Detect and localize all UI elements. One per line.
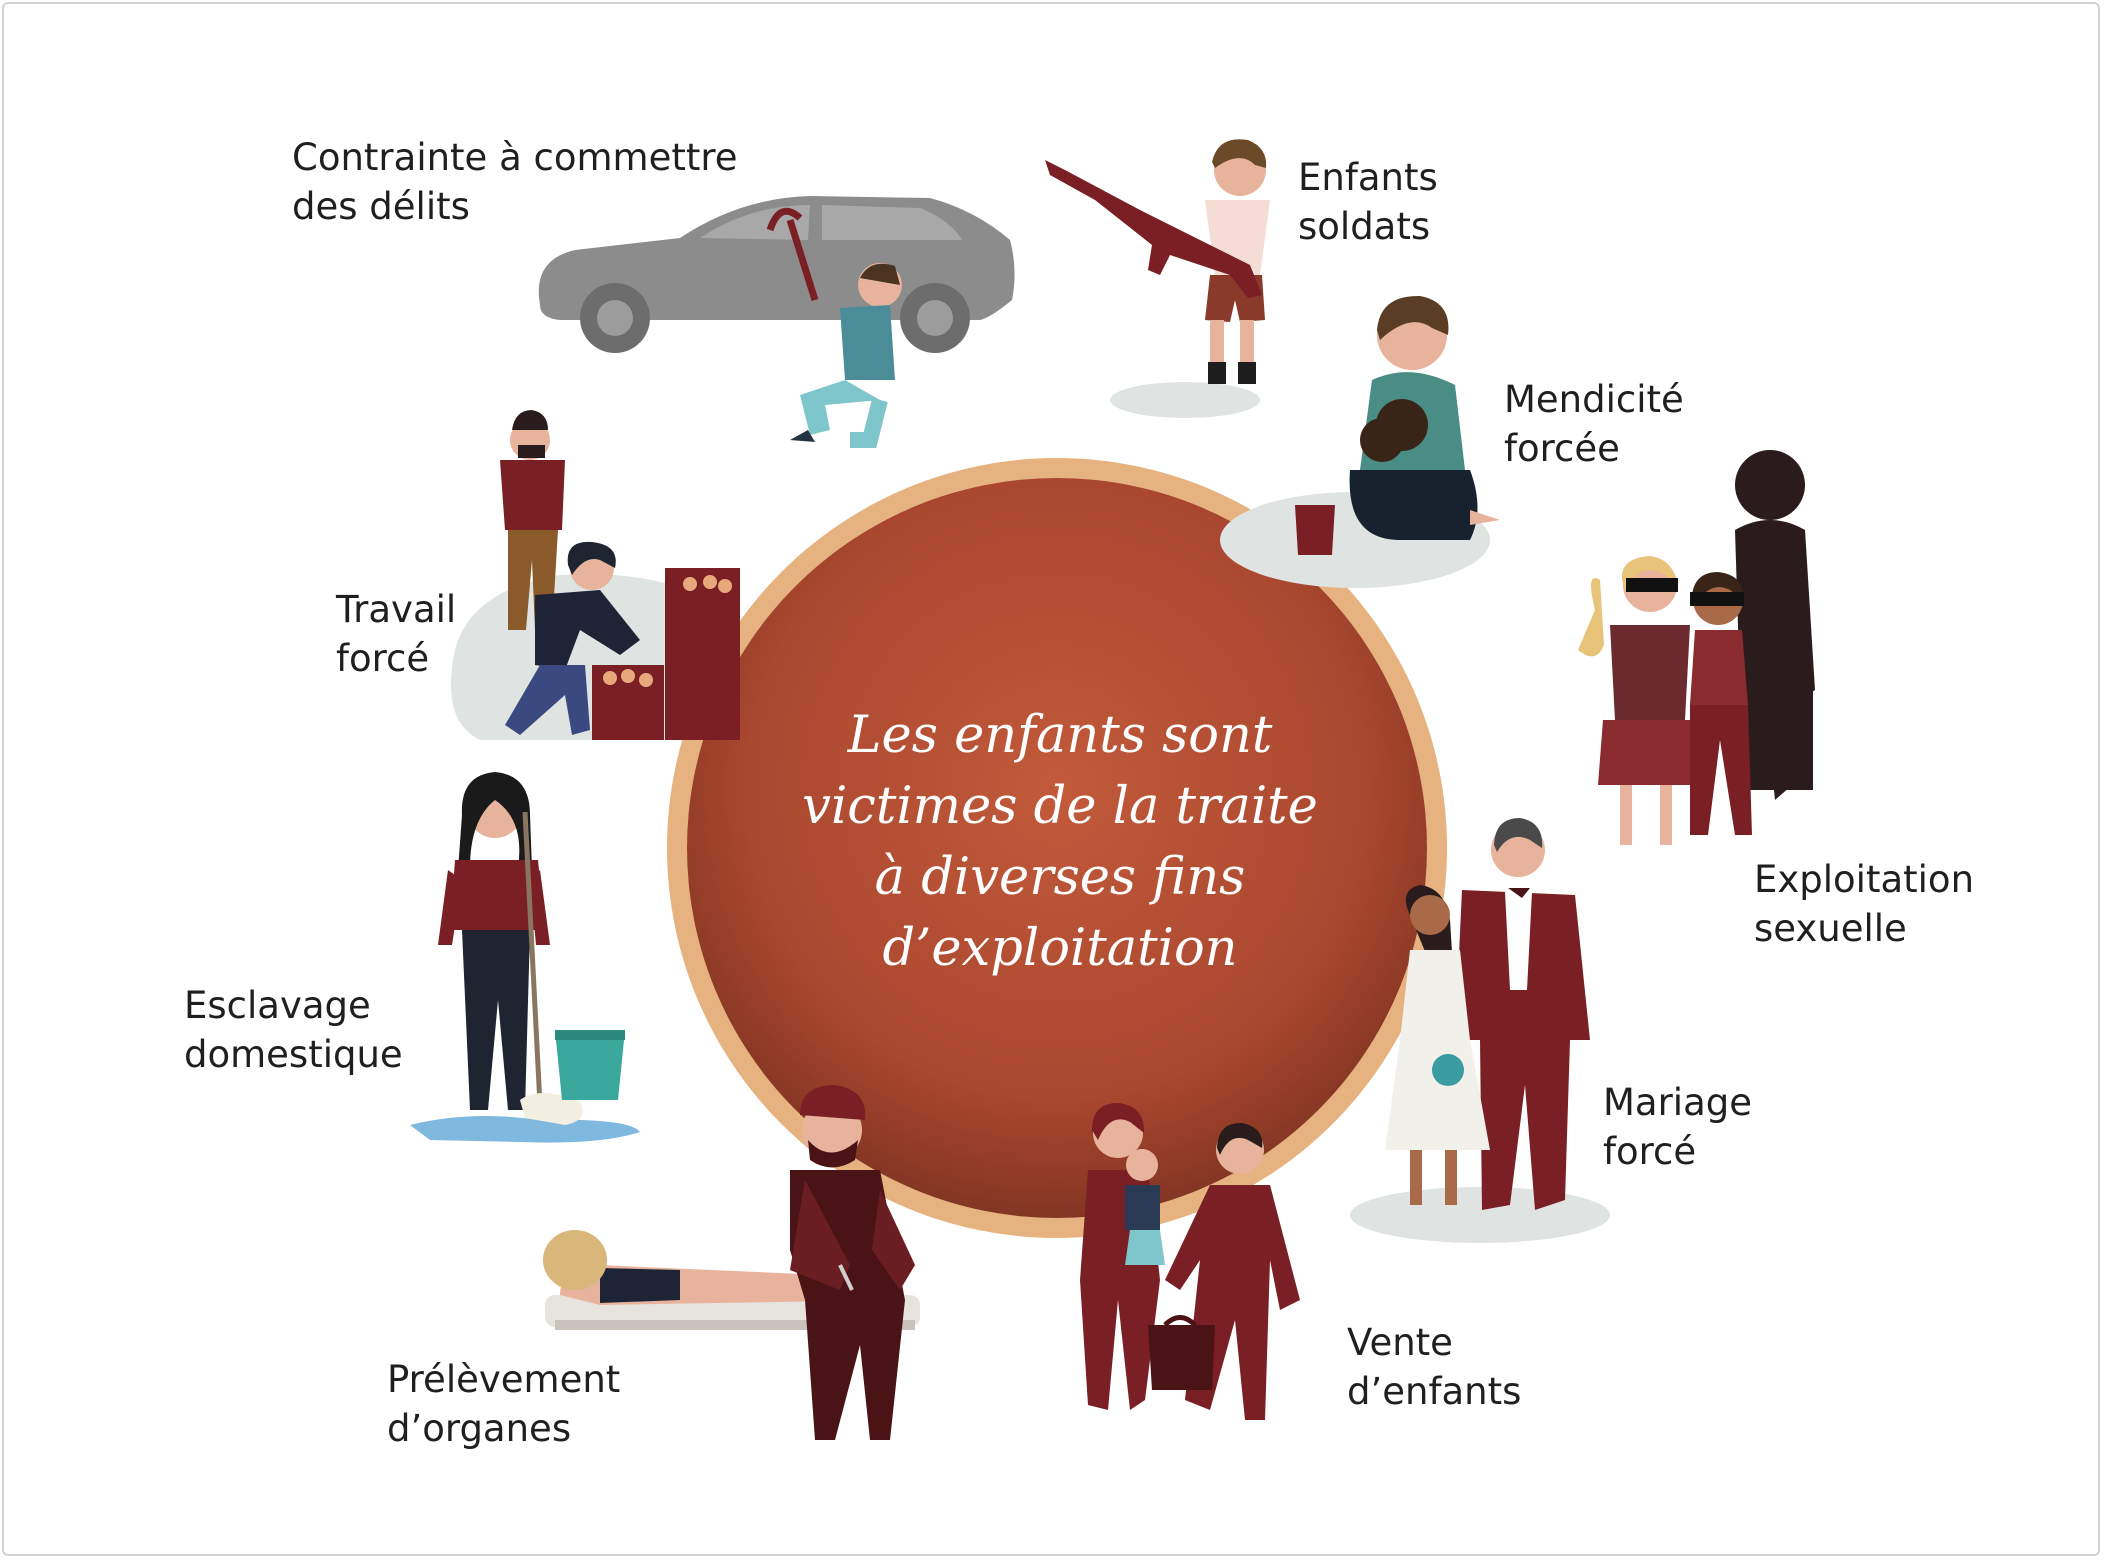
label-crimes: Contrainte à commettre des délits: [292, 133, 738, 231]
begging-child-icon: [1220, 295, 1500, 588]
label-organ-removal-line-2: d’organes: [387, 1407, 572, 1450]
label-child-soldiers-line-1: Enfants: [1298, 156, 1438, 199]
sale-of-children-icon: [1080, 1103, 1300, 1420]
label-forced-marriage-line-2: forcé: [1603, 1130, 1697, 1173]
label-organ-removal-line-1: Prélèvement: [387, 1358, 621, 1401]
label-domestic-slavery-line-1: Esclavage: [184, 984, 371, 1027]
label-forced-begging: Mendicité forcée: [1504, 375, 1684, 473]
central-statement: Les enfants sont victimes de la traite à…: [700, 700, 1420, 984]
label-forced-labour-line-1: Travail: [336, 588, 457, 631]
label-sexual-exploitation-line-1: Exploitation: [1754, 858, 1975, 901]
label-sale-of-children-line-1: Vente: [1347, 1321, 1453, 1364]
label-forced-labour-line-2: forcé: [336, 637, 430, 680]
central-statement-line-1: Les enfants sont: [847, 706, 1273, 765]
central-circle: [667, 458, 1447, 1238]
child-soldier-icon: [1045, 139, 1270, 418]
label-domestic-slavery: Esclavage domestique: [184, 981, 403, 1079]
organ-removal-icon: [543, 1085, 920, 1440]
forced-labour-icon: [450, 410, 740, 740]
label-sale-of-children-line-2: d’enfants: [1347, 1370, 1522, 1413]
label-child-soldiers: Enfants soldats: [1298, 153, 1438, 251]
forced-marriage-icon: [1350, 818, 1610, 1243]
label-forced-begging-line-2: forcée: [1504, 427, 1620, 470]
label-sexual-exploitation: Exploitation sexuelle: [1754, 855, 1974, 953]
central-statement-line-3: à diverses fins: [874, 848, 1246, 907]
car-thief-icon: [538, 196, 1015, 448]
label-forced-marriage: Mariage forcé: [1603, 1078, 1752, 1176]
label-sexual-exploitation-line-2: sexuelle: [1754, 907, 1907, 950]
label-crimes-line-1: Contrainte à commettre: [292, 136, 738, 179]
label-forced-begging-line-1: Mendicité: [1504, 378, 1684, 421]
label-forced-labour: Travail forcé: [336, 585, 456, 683]
label-forced-marriage-line-1: Mariage: [1603, 1081, 1753, 1124]
label-domestic-slavery-line-2: domestique: [184, 1033, 403, 1076]
label-sale-of-children: Vente d’enfants: [1347, 1318, 1521, 1416]
label-crimes-line-2: des délits: [292, 185, 470, 228]
label-child-soldiers-line-2: soldats: [1298, 205, 1431, 248]
label-organ-removal: Prélèvement d’organes: [387, 1355, 620, 1453]
central-statement-line-4: d’exploitation: [882, 919, 1238, 978]
domestic-slavery-icon: [410, 772, 640, 1143]
sexual-exploitation-icon: [1578, 450, 1815, 845]
central-statement-line-2: victimes de la traite: [802, 777, 1318, 836]
